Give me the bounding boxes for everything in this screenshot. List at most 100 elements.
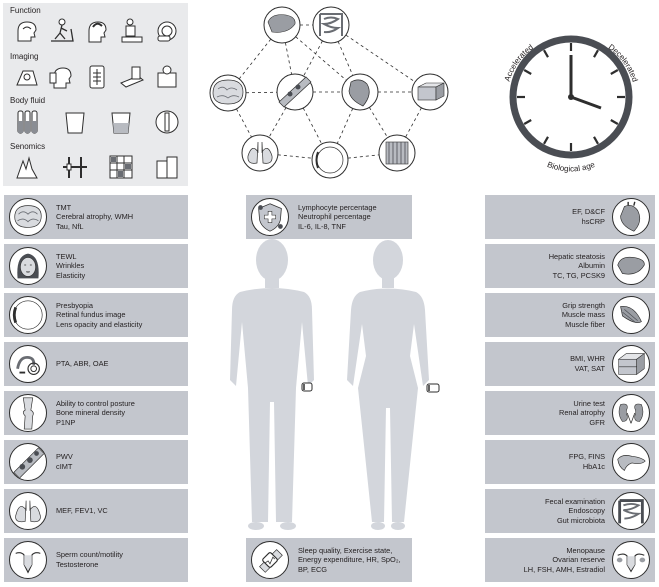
hearing-test-icon [88,21,107,43]
wearable-icon [251,541,289,579]
card-line: PWV [56,452,73,462]
card-text: Ability to control posture Bone mineral … [56,391,184,435]
card-text: MEF, FEV1, VC [56,489,184,533]
fundus-camera-icon [157,65,177,88]
immune-shield-icon [251,198,289,236]
card-text: Menopause Ovarian reserve LH, FSH, AMH, … [491,538,605,582]
ear-icon [9,345,47,383]
fat-tissue-icon [612,345,650,383]
eye-icon [9,296,47,334]
card-line: Hepatic steatosis [548,251,605,261]
node-muscle [378,134,416,172]
card-text: Fecal examination Endoscopy Gut microbio… [491,489,605,533]
imaging-label: Imaging [10,52,39,61]
uterus-icon [9,541,47,579]
card-bone: Ability to control posture Bone mineral … [4,391,188,435]
card-text: PTA, ABR, OAE [56,342,184,386]
card-fat: BMI, WHR VAT, SAT [485,342,655,386]
card-wearable: Sleep quality, Exercise state, Energy ex… [246,538,412,582]
card-line: LH, FSH, AMH, Estradiol [523,564,605,574]
node-liver [263,6,301,44]
cell-culture-icon [16,156,38,179]
female-silhouette [347,240,429,530]
card-heart: EF, D&CF hsCRP [485,195,655,239]
card-line: Elasticity [56,270,86,280]
card-line: Lymphocyte percentage [298,202,377,212]
card-text: Urine test Renal atrophy GFR [491,391,605,435]
card-line: Sleep quality, Exercise state, [298,545,393,555]
organ-network [209,6,449,179]
card-line: TEWL [56,251,77,261]
card-kidney: Urine test Renal atrophy GFR [485,391,655,435]
card-line: hsCRP [581,217,605,226]
card-text: BMI, WHR VAT, SAT [491,342,605,386]
card-line: BMI, WHR [570,354,605,364]
card-line: Sperm count/motility [56,550,123,560]
treadmill-icon [51,18,74,42]
card-pancreas: FPG, FINS HbA1c [485,440,655,484]
ovary-icon [612,541,650,579]
card-line: P1NP [56,417,76,427]
card-line: Endoscopy [568,506,605,516]
stool-cup-icon [111,112,131,134]
card-line: cIMT [56,462,73,471]
lungs-icon [9,492,47,530]
muscle-icon [612,296,650,334]
card-line: VAT, SAT [574,364,605,373]
body-fluid-label: Body fluid [10,96,46,105]
brain-icon [9,198,47,236]
head-scan-icon [49,67,72,89]
card-text: Grip strength Muscle mass Muscle fiber [491,293,605,337]
biological-age-clock: Accelerated Decelerated Biological age [503,35,640,174]
node-intestine [312,6,350,44]
kidney-icon [612,394,650,432]
card-text: PWV cIMT [56,440,184,484]
card-reproductive: Sperm count/motility Testosterone [4,538,188,582]
card-line: Gut microbiota [556,515,605,525]
card-line: Wrinkles [56,261,85,271]
card-text: Sleep quality, Exercise state, Energy ex… [298,538,408,582]
card-text: Lymphocyte percentage Neutrophil percent… [298,195,408,239]
card-line: GFR [589,417,605,427]
card-ovary: Menopause Ovarian reserve LH, FSH, AMH, … [485,538,655,582]
card-artery: PWV cIMT [4,440,188,484]
node-brain [209,74,247,112]
card-text: TEWL Wrinkles Elasticity [56,244,184,288]
card-line: Testosterone [56,560,99,569]
card-line: Neutrophil percentage [298,212,371,222]
microarray-icon [109,155,133,179]
grip-dynamometer-icon [157,21,177,42]
svg-text:Biological age: Biological age [546,160,597,174]
male-silhouette [230,239,314,530]
card-line: Presbyopia [56,300,93,310]
card-line: HbA1c [582,462,605,471]
ct-scanner-icon [120,66,144,88]
card-line: IL-6, IL-8, TNF [298,221,346,231]
card-line: Menopause [566,545,605,555]
senomics-label: Senomics [10,142,46,151]
heart-icon [612,198,650,236]
blood-tubes-icon [17,110,38,134]
smartwatch-female-icon [426,383,440,393]
clock-center [568,94,574,100]
node-fat-tissue [411,73,449,111]
card-line: Tau, NfL [56,221,84,231]
card-line: Ovarian reserve [552,555,605,565]
saliva-swab-icon [155,110,179,134]
ultrasound-icon [16,70,38,86]
bone-joint-icon [9,394,47,432]
function-label: Function [10,6,41,15]
biological-age-label: Biological age [546,160,597,174]
card-text: Presbyopia Retinal fundus image Lens opa… [56,293,184,337]
human-silhouettes [230,239,440,530]
card-line: Retinal fundus image [56,310,126,320]
node-lungs [241,134,279,172]
card-line: Albumin [578,261,605,271]
card-line: Ability to control posture [56,398,135,408]
node-artery [276,73,314,111]
card-muscle: Grip strength Muscle mass Muscle fiber [485,293,655,337]
card-line: Urine test [573,398,605,408]
artery-icon [9,443,47,481]
card-line: Energy expenditure, HR, SpO₂, [298,555,401,565]
card-ear: PTA, ABR, OAE [4,342,188,386]
